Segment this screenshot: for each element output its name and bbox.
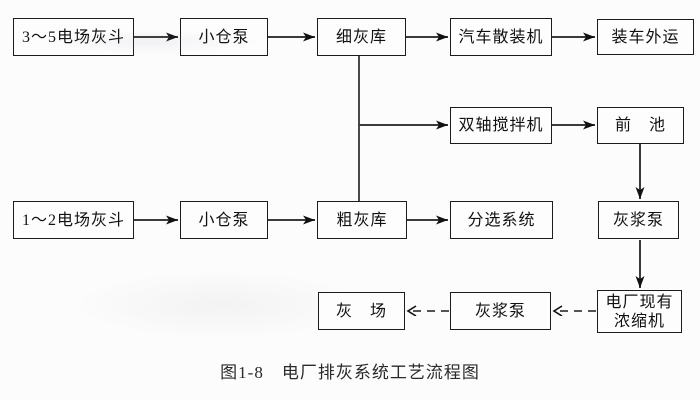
node-sorting-system: 分选系统 <box>450 201 553 239</box>
node-truck-out: 装车外运 <box>597 19 694 55</box>
node-small-bin-pump-bottom: 小仓泵 <box>180 201 268 239</box>
figure-caption: 图1-8 电厂排灰系统工艺流程图 <box>220 363 480 382</box>
node-slurry-pump-bottom: 灰浆泵 <box>450 292 551 330</box>
node-coarse-ash-silo: 粗灰库 <box>317 201 407 239</box>
node-slurry-pump-right: 灰浆泵 <box>598 201 679 239</box>
node-fine-ash-silo: 细灰库 <box>317 18 406 56</box>
node-hopper-3-5: 3～5电场灰斗 <box>13 18 134 56</box>
node-truck-bulk-loader: 汽车散装机 <box>450 18 552 56</box>
node-fore-pool: 前 池 <box>597 107 684 144</box>
node-hopper-1-2: 1～2电场灰斗 <box>13 201 134 239</box>
node-small-bin-pump-top: 小仓泵 <box>180 18 268 56</box>
node-twin-shaft-mixer: 双轴搅拌机 <box>450 107 552 144</box>
node-existing-thickener: 电厂现有 浓缩机 <box>597 290 682 333</box>
node-ash-yard: 灰 场 <box>318 292 405 330</box>
